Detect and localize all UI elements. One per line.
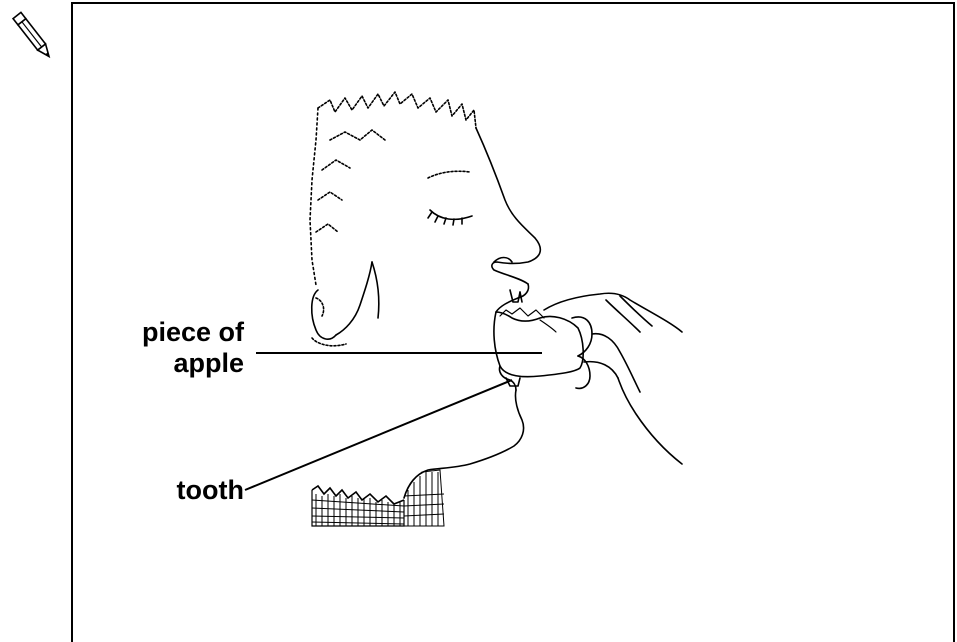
child-biting-apple-illustration — [0, 0, 957, 628]
hair — [318, 92, 476, 128]
label-piece-of-apple-line1: piece of — [100, 317, 244, 347]
face-profile — [476, 128, 540, 284]
ear — [312, 290, 336, 339]
apple-slice — [494, 312, 583, 377]
hand — [544, 293, 682, 332]
shirt-collar — [312, 470, 444, 526]
label-piece-of-apple-line2: apple — [100, 348, 244, 378]
tooth-leader-line — [245, 380, 512, 490]
label-tooth: tooth — [100, 475, 244, 505]
